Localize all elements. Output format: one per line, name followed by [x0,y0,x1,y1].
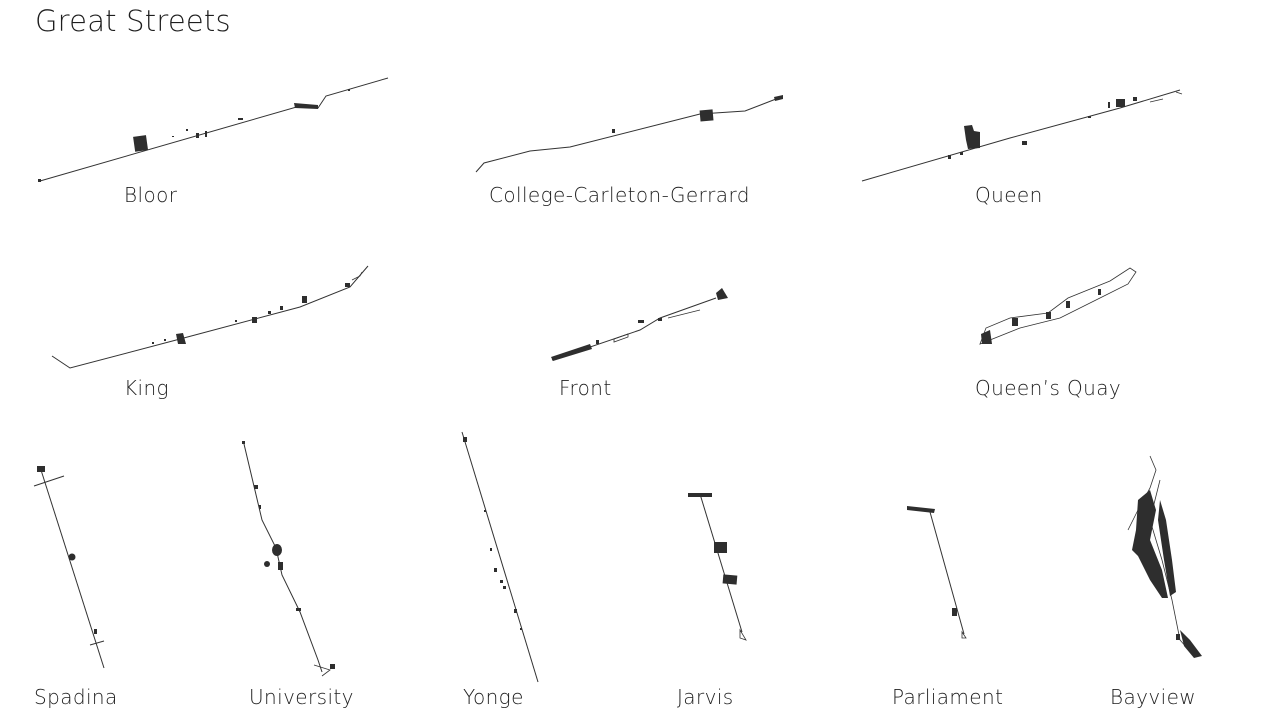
label-spadina: Spadina [34,685,118,709]
label-queen: Queen [975,183,1043,207]
page-title: Great Streets [35,4,231,38]
label-queens-quay: Queen’s Quay [975,376,1122,400]
spadina-diagram [33,466,105,669]
label-king: King [124,376,169,400]
label-bloor: Bloor [124,183,178,207]
label-yonge: Yonge [463,685,524,709]
jarvis-diagram [688,493,747,641]
parliament-diagram [907,506,967,639]
label-parliament: Parliament [892,685,1004,709]
college-diagram [475,95,783,173]
queen-diagram [861,89,1183,182]
bayview-diagram [1127,455,1202,658]
label-college: College-Carleton-Gerrard [489,183,750,207]
university-diagram [242,441,335,677]
king-diagram [51,265,369,369]
bloor-diagram [38,77,389,182]
label-university: University [249,685,354,709]
front-diagram [551,288,728,361]
label-front: Front [559,376,612,400]
label-bayview: Bayview [1110,685,1197,709]
label-jarvis: Jarvis [677,685,734,709]
queens-quay-diagram [979,267,1137,345]
yonge-diagram [461,431,539,683]
